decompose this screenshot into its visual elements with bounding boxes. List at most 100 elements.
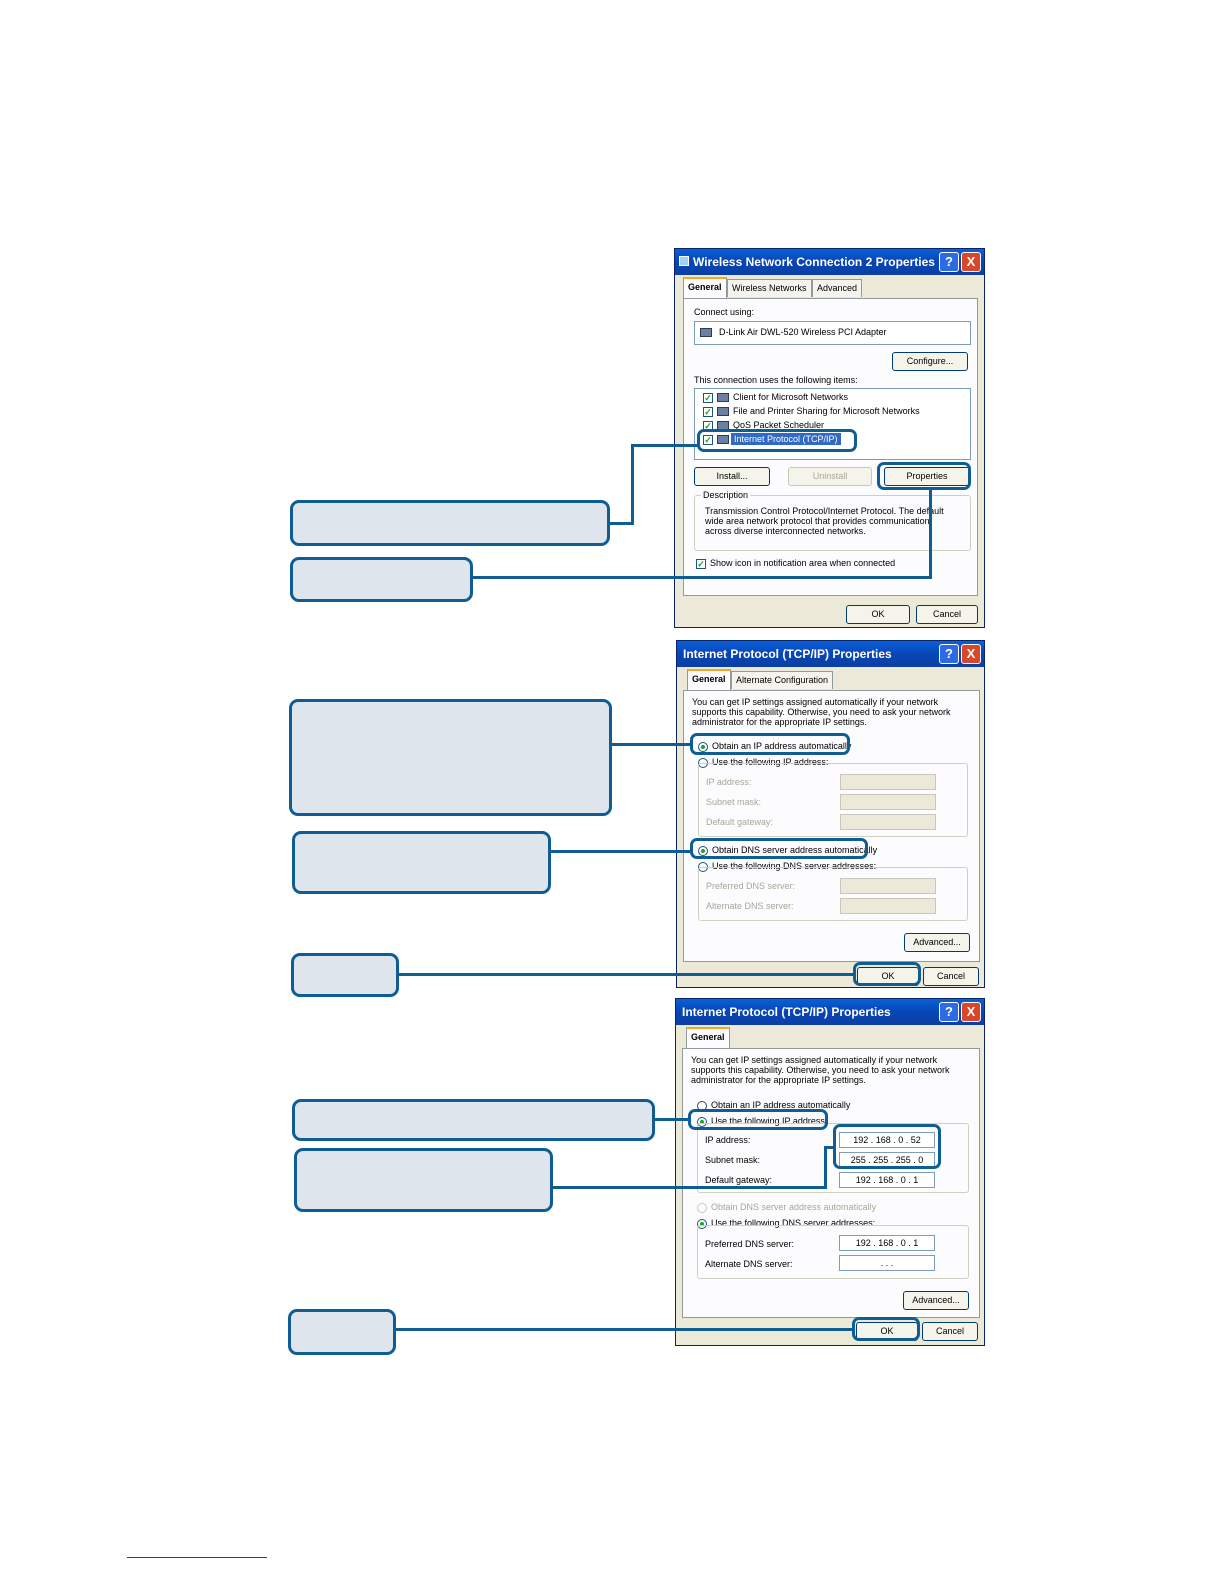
dialog2-general-panel: You can get IP settings assigned automat… — [683, 690, 980, 962]
ip-group — [697, 1123, 969, 1193]
callout-box-use-ip — [292, 1099, 655, 1141]
configure-button[interactable]: Configure... — [892, 352, 968, 371]
use-dns-radio[interactable] — [697, 1219, 707, 1229]
dns-group — [697, 1225, 969, 1279]
tab-general[interactable]: General — [686, 1027, 730, 1048]
properties-button[interactable]: Properties — [884, 467, 970, 486]
cancel-button[interactable]: Cancel — [922, 1322, 978, 1341]
tab-advanced[interactable]: Advanced — [812, 279, 863, 297]
items-label: This connection uses the following items… — [694, 375, 858, 385]
subnet-mask-field — [840, 794, 936, 810]
obtain-dns-radio — [697, 1203, 707, 1213]
list-item[interactable]: QoS Packet Scheduler — [733, 420, 825, 430]
sharing-icon — [717, 407, 729, 416]
highlight-obtain-dns — [690, 838, 868, 859]
footer-rule — [127, 1557, 267, 1558]
preferred-dns-label: Preferred DNS server: — [705, 1239, 795, 1249]
callout-box-ip-values — [294, 1148, 553, 1212]
use-ip-radio[interactable] — [697, 1117, 707, 1127]
intro-text: You can get IP settings assigned automat… — [691, 1055, 950, 1085]
connector-line — [552, 1186, 827, 1189]
dialog-tcpip-properties-auto: Internet Protocol (TCP/IP) Properties ? … — [676, 640, 985, 988]
connector-line — [609, 522, 634, 525]
callout-box-tcpip — [290, 500, 610, 546]
close-button[interactable]: X — [961, 644, 981, 664]
connector-line — [824, 1146, 835, 1149]
list-item[interactable]: File and Printer Sharing for Microsoft N… — [733, 406, 920, 416]
close-button[interactable]: X — [961, 252, 981, 272]
dialog2-title: Internet Protocol (TCP/IP) Properties — [683, 647, 892, 661]
install-button[interactable]: Install... — [694, 467, 770, 486]
alternate-dns-field — [840, 898, 936, 914]
item-checkbox[interactable]: ✓ — [703, 435, 713, 445]
alternate-dns-field[interactable]: . . . — [839, 1255, 935, 1271]
dialog3-general-panel: You can get IP settings assigned automat… — [682, 1048, 980, 1318]
cancel-button[interactable]: Cancel — [916, 605, 978, 624]
close-button[interactable]: X — [961, 1002, 981, 1022]
ok-button[interactable]: OK — [846, 605, 910, 624]
alternate-dns-label: Alternate DNS server: — [705, 1259, 793, 1269]
connector-line — [472, 576, 932, 579]
subnet-mask-label: Subnet mask: — [706, 797, 762, 807]
help-button[interactable]: ? — [939, 1002, 959, 1022]
default-gateway-label: Default gateway: — [705, 1175, 773, 1185]
use-ip-label: Use the following IP address: — [711, 1116, 828, 1126]
ip-address-field[interactable]: 192 . 168 . 0 . 52 — [839, 1132, 935, 1148]
obtain-ip-label: Obtain an IP address automatically — [712, 741, 852, 751]
client-icon — [717, 393, 729, 402]
callout-box-ok-1 — [291, 953, 399, 997]
default-gateway-field[interactable]: 192 . 168 . 0 . 1 — [839, 1172, 935, 1188]
obtain-dns-label: Obtain DNS server address automatically — [711, 1202, 877, 1212]
tab-general[interactable]: General — [683, 277, 727, 298]
obtain-dns-label: Obtain DNS server address automatically — [712, 845, 878, 855]
item-checkbox[interactable]: ✓ — [703, 393, 713, 403]
connect-using-label: Connect using: — [694, 307, 755, 317]
ip-group — [698, 763, 968, 837]
connector-line — [631, 444, 699, 447]
show-icon-label: Show icon in notification area when conn… — [710, 558, 896, 568]
help-button[interactable]: ? — [939, 252, 959, 272]
dialog-tcpip-properties-static: Internet Protocol (TCP/IP) Properties ? … — [675, 998, 985, 1346]
help-button[interactable]: ? — [939, 644, 959, 664]
advanced-button[interactable]: Advanced... — [904, 933, 970, 952]
list-item[interactable]: Client for Microsoft Networks — [733, 392, 849, 402]
obtain-ip-radio[interactable] — [698, 742, 708, 752]
description-label: Description — [701, 490, 751, 500]
connector-line — [398, 973, 855, 976]
connector-line — [824, 1146, 827, 1189]
network-icon — [679, 256, 689, 266]
dialog1-titlebar: Wireless Network Connection 2 Properties… — [675, 249, 984, 275]
connector-line — [611, 743, 692, 746]
tab-wireless-networks[interactable]: Wireless Networks — [727, 279, 812, 297]
cancel-button[interactable]: Cancel — [923, 967, 979, 986]
callout-box-ok-2 — [288, 1309, 396, 1355]
obtain-ip-label: Obtain an IP address automatically — [711, 1100, 851, 1110]
connector-line — [549, 850, 692, 853]
item-checkbox[interactable]: ✓ — [703, 407, 713, 417]
use-dns-label: Use the following DNS server addresses: — [711, 1218, 876, 1228]
connector-line — [395, 1328, 854, 1331]
show-icon-checkbox[interactable]: ✓ — [696, 559, 706, 569]
callout-box-properties — [290, 557, 473, 602]
highlight-use-ip — [688, 1109, 828, 1130]
adapter-name: D-Link Air DWL-520 Wireless PCI Adapter — [719, 327, 887, 337]
subnet-mask-label: Subnet mask: — [705, 1155, 761, 1165]
highlight-ok-dialog2 — [853, 962, 921, 986]
tab-general[interactable]: General — [687, 669, 731, 690]
tab-alternate-configuration[interactable]: Alternate Configuration — [731, 671, 834, 689]
list-item-selected[interactable]: Internet Protocol (TCP/IP) — [731, 433, 841, 445]
adapter-box: D-Link Air DWL-520 Wireless PCI Adapter — [694, 321, 971, 345]
description-text: Transmission Control Protocol/Internet P… — [705, 506, 944, 536]
preferred-dns-field[interactable]: 192 . 168 . 0 . 1 — [839, 1235, 935, 1251]
ip-address-label: IP address: — [705, 1135, 751, 1145]
obtain-dns-radio[interactable] — [698, 846, 708, 856]
items-list[interactable]: ✓ Client for Microsoft Networks ✓ File a… — [694, 388, 971, 460]
advanced-button[interactable]: Advanced... — [903, 1291, 969, 1310]
connector-line — [654, 1118, 690, 1121]
dialog3-title: Internet Protocol (TCP/IP) Properties — [682, 1005, 891, 1019]
highlight-tcpip-item — [697, 429, 857, 452]
ip-address-label: IP address: — [706, 777, 752, 787]
uninstall-button: Uninstall — [788, 467, 872, 486]
dialog3-titlebar: Internet Protocol (TCP/IP) Properties ? … — [676, 999, 984, 1025]
use-ip-label: Use the following IP address: — [712, 757, 829, 767]
